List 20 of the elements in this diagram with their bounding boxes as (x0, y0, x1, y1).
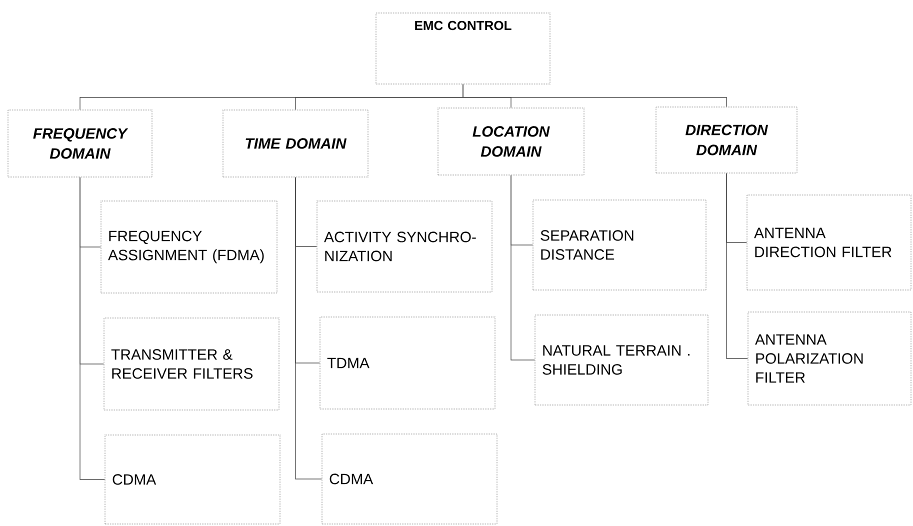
item-box: CDMA (104, 434, 280, 524)
domain-box: LOCATION DOMAIN (438, 108, 584, 176)
item-box: TDMA (320, 316, 496, 410)
domain-box: DIRECTION DOMAIN (656, 106, 798, 174)
item-box: CDMA (322, 434, 498, 524)
item-box: NATURAL TERRAIN . SHIELDING (534, 314, 708, 406)
item-box: ANTENNA POLARIZATION FILTER (748, 312, 912, 406)
connector-line (726, 173, 748, 359)
item-box: SEPARATION DISTANCE (532, 200, 706, 290)
connector-line (295, 177, 322, 480)
domain-box: TIME DOMAIN (222, 110, 368, 178)
connector-line (462, 84, 727, 107)
domain-box: FREQUENCY DOMAIN (8, 110, 152, 178)
item-box: ACTIVITY SYNCHRO- NIZATION (316, 200, 492, 292)
item-box: TRANSMITTER & RECEIVER FILTERS (104, 318, 280, 410)
connector-line (510, 175, 535, 360)
item-box: FREQUENCY ASSIGNMENT (FDMA) (100, 200, 278, 294)
root-box: EMC CONTROL (376, 12, 550, 84)
item-box: ANTENNA DIRECTION FILTER (746, 194, 912, 290)
connector-line (80, 177, 105, 480)
